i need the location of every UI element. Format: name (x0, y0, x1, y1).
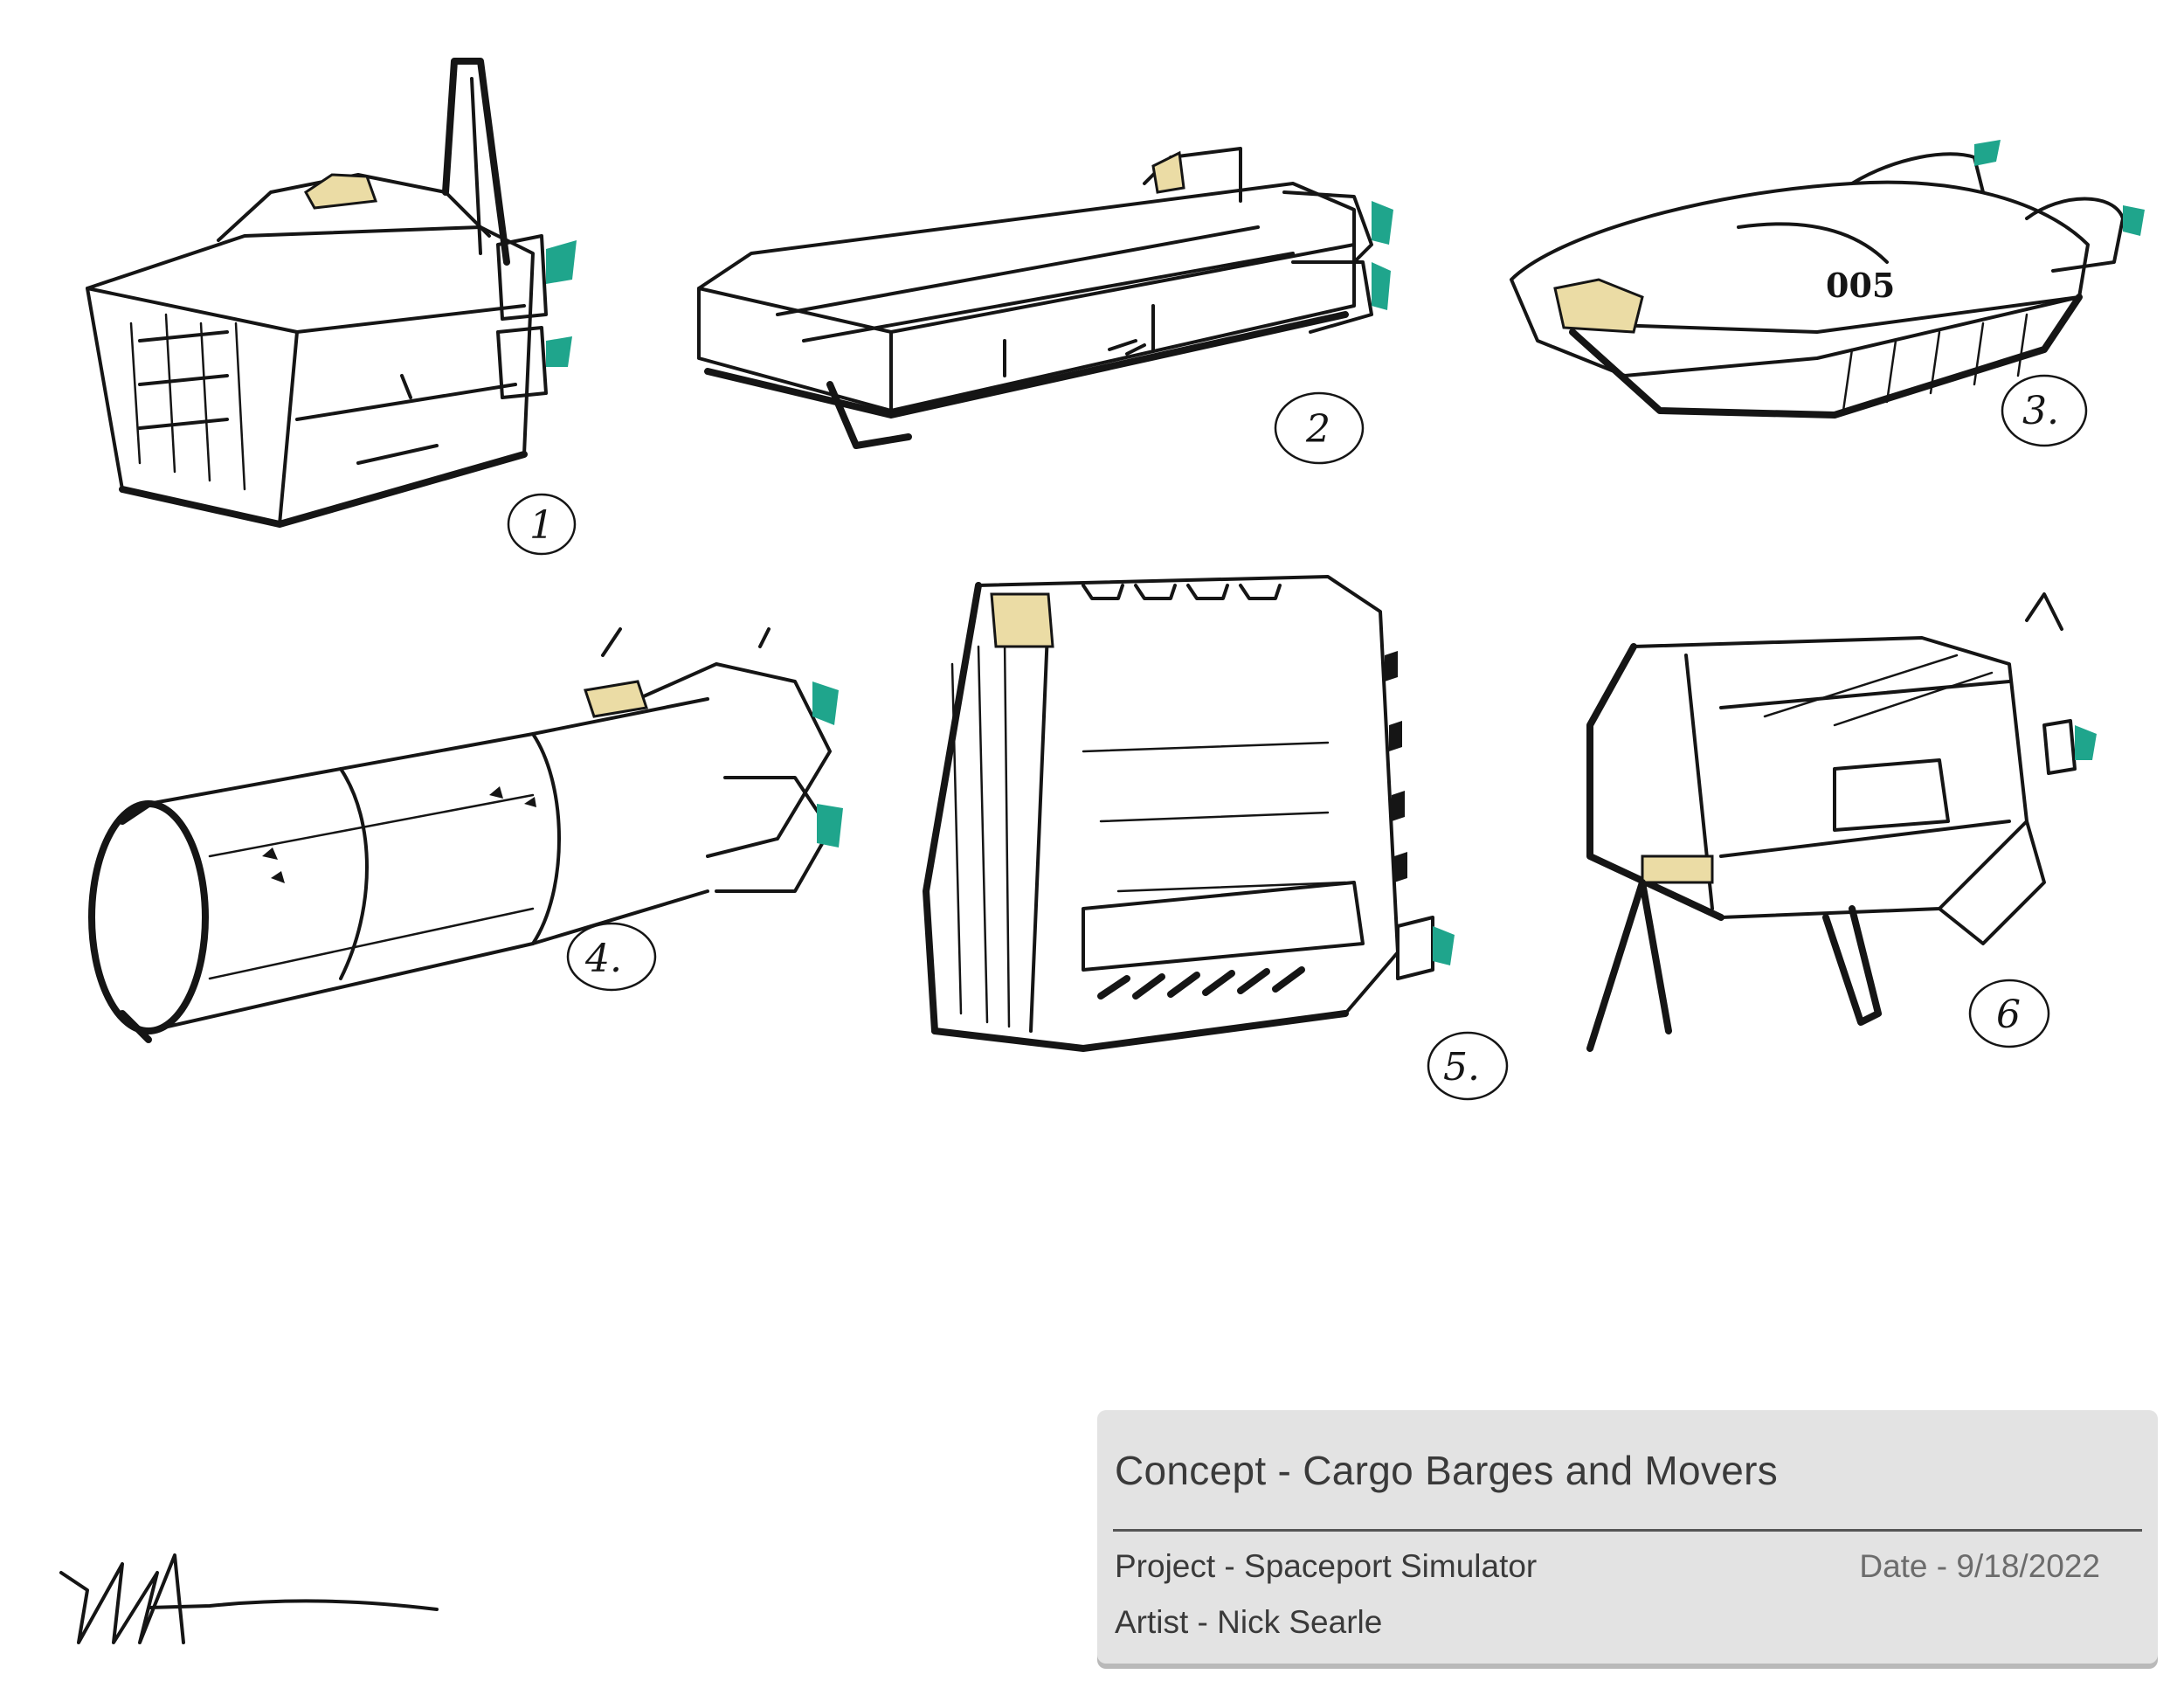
sketch-2-number: 2 (1305, 407, 1330, 452)
artist-signature (52, 1546, 446, 1660)
sketch-6-number: 6 (1996, 993, 2021, 1037)
artist-label: Artist - Nick Searle (1115, 1604, 1383, 1640)
sketch-3-number: 3. (2022, 389, 2059, 433)
title-divider (1113, 1529, 2142, 1532)
date-label: Date - 9/18/2022 (1859, 1548, 2100, 1584)
sketch-2-cargo-barge: 2 (681, 131, 1433, 498)
sketch-3-cargo-hauler: 005 3. (1485, 122, 2149, 472)
project-label: Project - Spaceport Simulator (1115, 1548, 1538, 1584)
sketch-1-number: 1 (529, 503, 554, 548)
sketch-4-cylinder-mover: 4. (79, 627, 865, 1083)
sketch-6-lander-mover: 6 (1572, 592, 2167, 1083)
sketch-3-hull-code: 005 (1826, 266, 1895, 305)
sheet-title: Concept - Cargo Barges and Movers (1115, 1448, 1779, 1493)
title-block: Concept - Cargo Barges and Movers Projec… (1097, 1410, 2158, 1664)
sketch-5-container-mover: 5. (909, 559, 1538, 1118)
sketch-4-number: 4. (584, 937, 622, 981)
sketch-5-number: 5. (1443, 1045, 1480, 1090)
sketch-1-cargo-barge: 1 (70, 52, 594, 577)
